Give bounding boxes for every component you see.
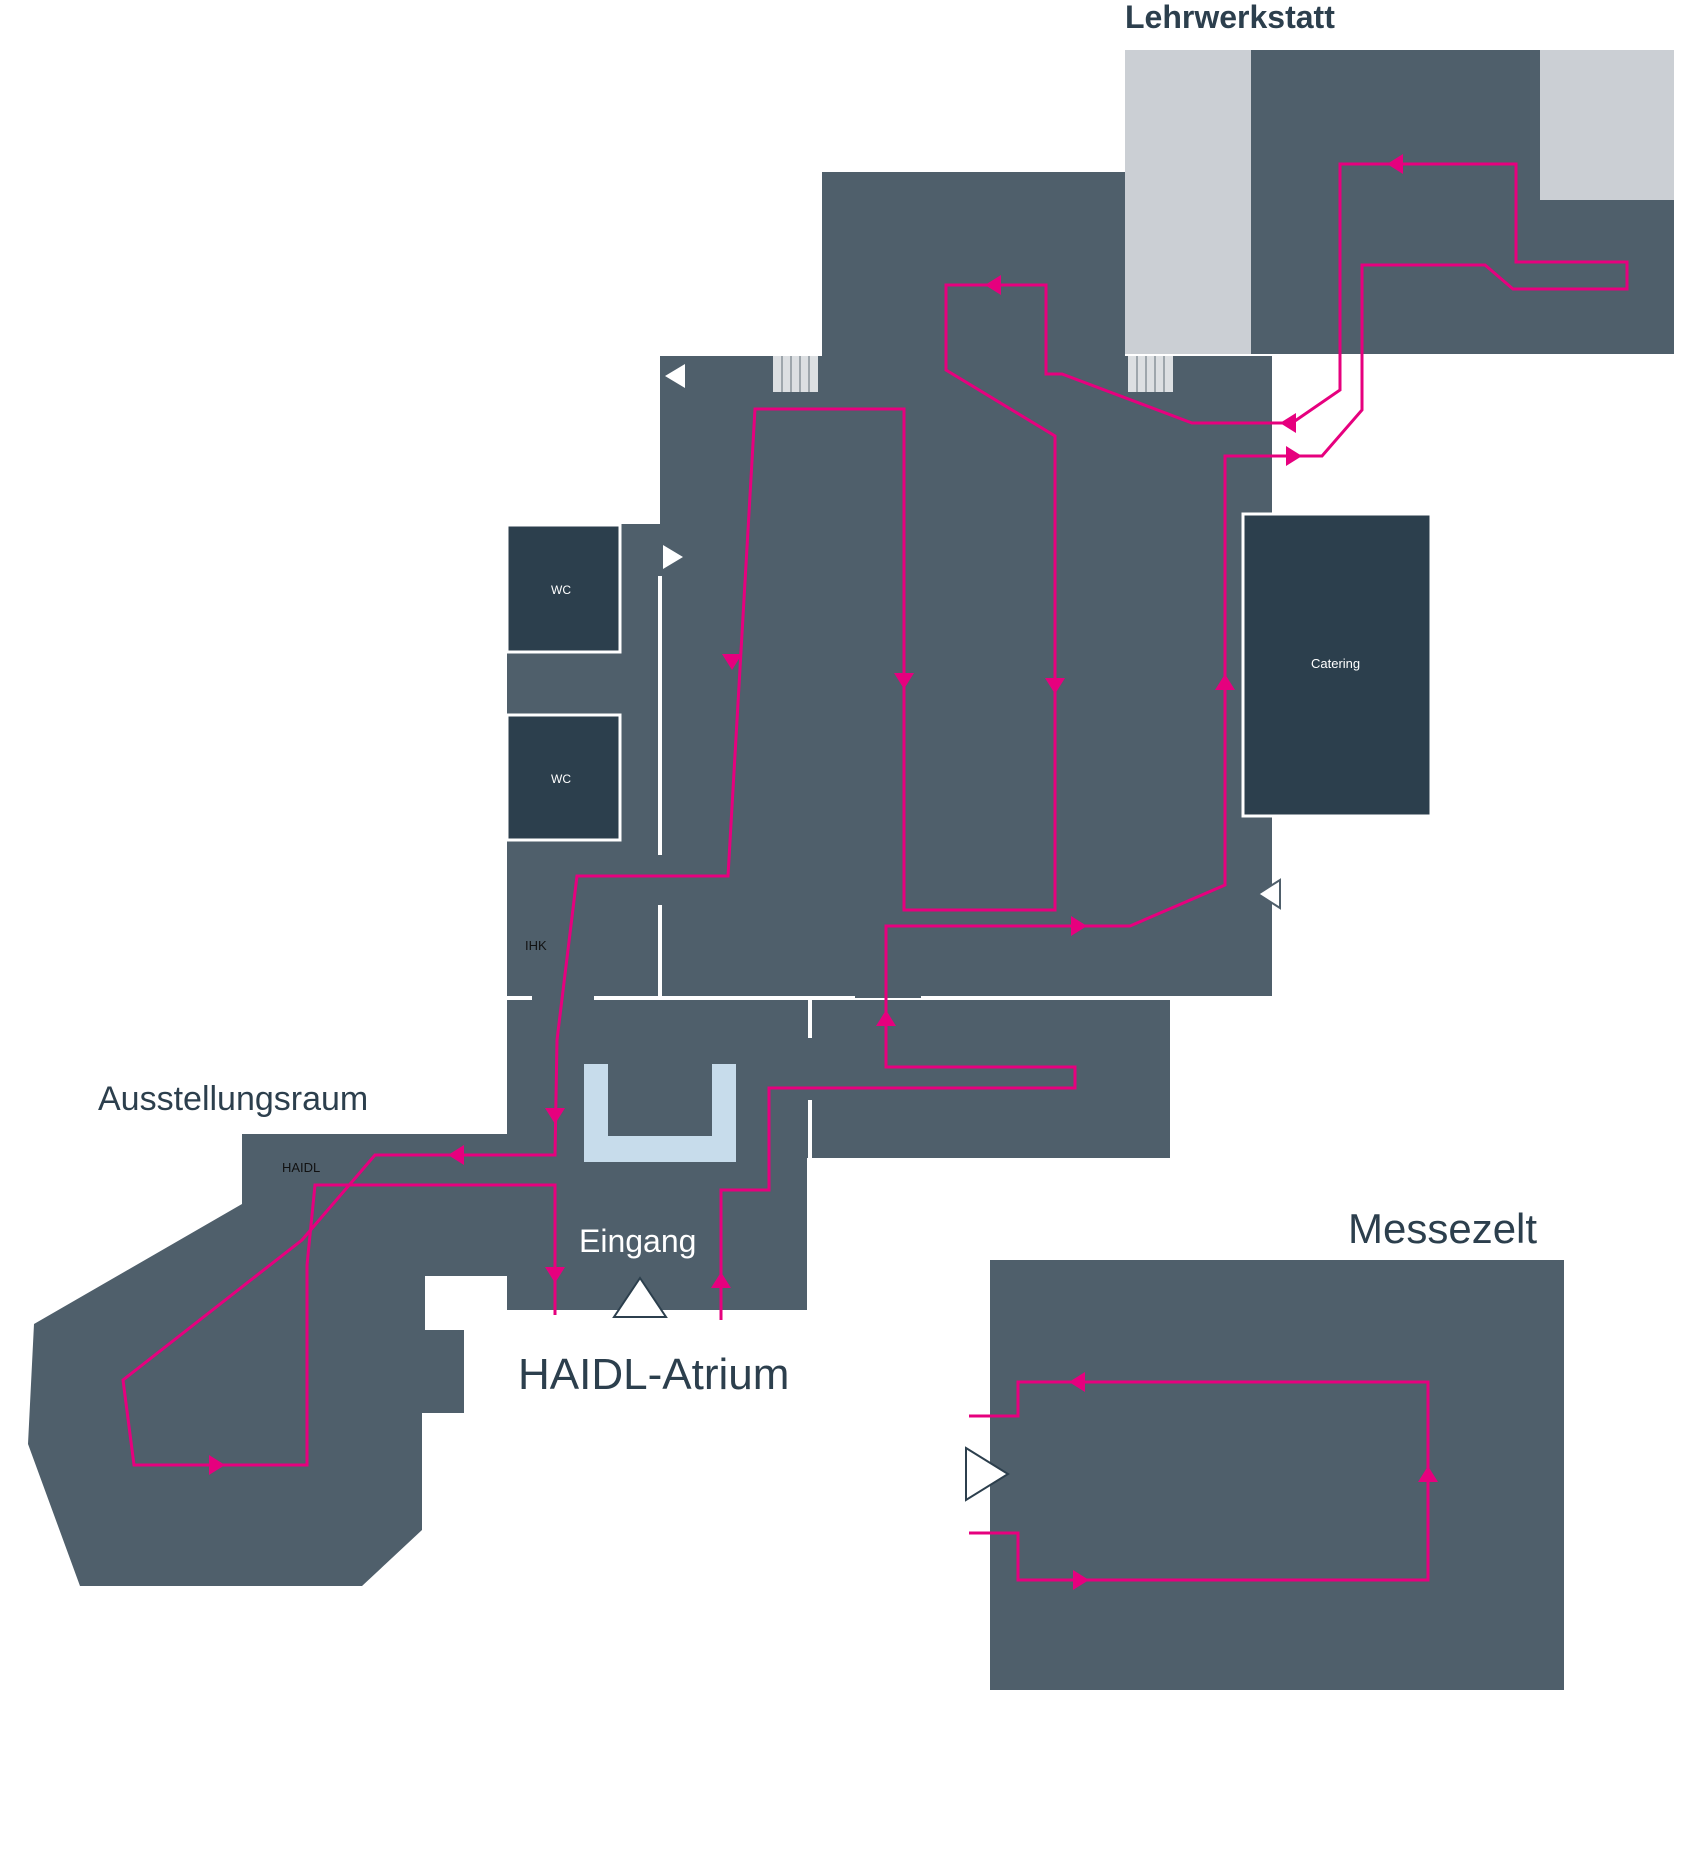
route-arrow-icon [1045,678,1065,694]
route-arrow-icon [1387,154,1403,174]
route-arrow-icon [894,673,914,689]
route-arrow-icon [876,1010,896,1026]
entrance-triangle-icon [965,1446,1010,1502]
ihk-label: IHK [525,938,547,953]
lehrwerkstatt-right-area [1540,50,1674,200]
route-arrow-icon [1071,916,1087,936]
route-arrows [209,154,1438,1590]
catering-label: Catering [1311,656,1360,671]
route-arrow-icon [722,654,742,670]
messezelt-tent [990,1260,1564,1690]
route-arrow-icon [985,275,1001,295]
lehrwerkstatt-building [1125,50,1674,354]
main-hall [503,172,1272,1310]
hall-central-block [660,356,1272,998]
route-arrow-icon [545,1108,565,1124]
route-arrow-icon [1280,413,1296,433]
stairs-icon [773,356,818,392]
messezelt-label: Messezelt [1348,1205,1537,1252]
route-arrow-icon [1069,1372,1085,1392]
direction-triangle-icon [1256,878,1281,910]
lehrwerkstatt-label: Lehrwerkstatt [1125,0,1335,35]
haidl-atrium-label: HAIDL-Atrium [518,1350,789,1399]
wc-label: WC [551,583,571,597]
catering-room [1241,512,1433,818]
service-rooms [505,512,1433,842]
stairs-icon [1128,356,1173,392]
hall-upper-block [822,172,1125,358]
wc-room-1 [505,523,622,654]
ausstellungsraum-area [28,1134,507,1586]
wc-room-2 [505,713,622,842]
route-arrow-icon [448,1145,464,1165]
route-line [1282,162,1629,458]
eingang-label: Eingang [579,1223,696,1259]
route-arrow-icon [1073,1570,1089,1590]
lehrwerkstatt-main-hall [1251,50,1540,354]
ausstellungsraum-label: Ausstellungsraum [98,1080,368,1118]
direction-triangle-icon [665,364,685,388]
wc-label: WC [551,772,571,786]
entrance-triangle-icon [612,1276,668,1318]
route-arrow-icon [545,1267,565,1283]
route-arrow-icon [1215,674,1235,690]
route-arrow-icon [1286,446,1302,466]
route-arrow-icon [711,1272,731,1288]
route-arrow-icon [209,1455,225,1475]
direction-triangle-icon [663,545,683,569]
atrium-u-counter [584,1064,736,1162]
lehrwerkstatt-lower-right [1540,200,1674,354]
haidl-room-label: HAIDL [282,1160,320,1175]
hall-south-east-block [807,1000,1170,1158]
lehrwerkstatt-left-area [1125,50,1251,354]
route-arrow-icon [1418,1466,1438,1482]
route-line [121,283,1290,1467]
